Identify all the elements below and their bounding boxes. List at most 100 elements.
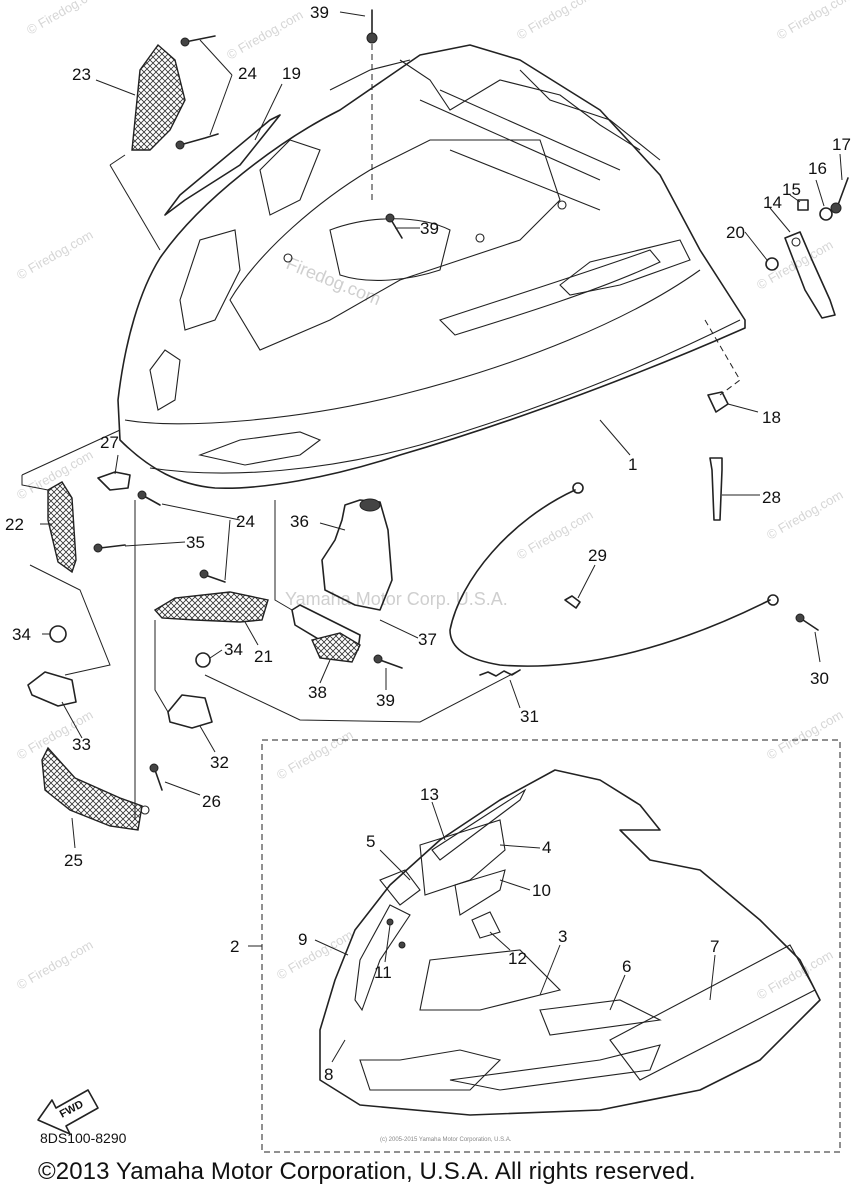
- rivet-part-39-lower: [379, 659, 403, 669]
- leader: [704, 319, 741, 396]
- callout-34: 34: [12, 625, 31, 644]
- grommet-part-18: [707, 391, 729, 413]
- watermark: © Firedog.com: [24, 0, 106, 38]
- watermark: © Firedog.com: [514, 507, 596, 563]
- fwd-arrow-icon: FWD: [37, 1089, 99, 1135]
- watermark: © Firedog.com: [224, 7, 306, 63]
- callout-33: 33: [72, 735, 91, 754]
- callout-35: 35: [186, 533, 205, 552]
- callout-2: 2: [230, 937, 239, 956]
- callout-3: 3: [558, 927, 567, 946]
- diagram-code: 8DS100-8290: [40, 1130, 127, 1146]
- rivet-part-24: [175, 35, 219, 150]
- callout-39: 39: [310, 3, 329, 22]
- bracket-part-32: [167, 694, 213, 729]
- callout-8: 8: [324, 1065, 333, 1084]
- watermark: © Firedog.com: [764, 707, 846, 763]
- callout-27: 27: [100, 433, 119, 452]
- callout-31: 31: [520, 707, 539, 726]
- callout-4: 4: [542, 838, 551, 857]
- callout-1: 1: [628, 455, 637, 474]
- grommet-part-20: [765, 257, 779, 271]
- screw-part-35: [99, 544, 126, 549]
- bolt-part-17: [837, 177, 849, 206]
- duct-part-37: [291, 604, 361, 651]
- callout-28: 28: [762, 488, 781, 507]
- callout-24b: 24: [236, 512, 255, 531]
- callout-24: 24: [238, 64, 257, 83]
- callout-17: 17: [832, 135, 851, 154]
- fine-print: (c) 2005-2015 Yamaha Motor Corporation, …: [380, 1137, 512, 1143]
- callouts: 1 2 3 4 5 6 7 8 9 10 11 12 13 14 15 16 1…: [5, 3, 851, 1084]
- decal-part-19: [164, 114, 281, 216]
- callout-25: 25: [64, 851, 83, 870]
- mesh-part-25: [41, 746, 143, 831]
- center-watermark: Firedog.com: [284, 253, 384, 309]
- cable-part-31: [449, 489, 771, 667]
- callout-36: 36: [290, 512, 309, 531]
- rivet-head: [373, 654, 383, 664]
- clip-part-29: [564, 595, 581, 609]
- clip-part-27: [97, 471, 131, 491]
- callout-29: 29: [588, 546, 607, 565]
- callout-30: 30: [810, 669, 829, 688]
- rivet-head: [795, 613, 805, 623]
- callout-34b: 34: [224, 640, 243, 659]
- callout-19: 19: [282, 64, 301, 83]
- duct-top: [359, 498, 381, 512]
- callout-18: 18: [762, 408, 781, 427]
- callout-15: 15: [782, 180, 801, 199]
- nut-part-34: [49, 625, 67, 643]
- callout-10: 10: [532, 881, 551, 900]
- callout-21: 21: [254, 647, 273, 666]
- bracket-part-14: [784, 231, 836, 319]
- cable-tie-part-28: [709, 457, 723, 521]
- rivet-part-24-b: [204, 574, 226, 583]
- mesh-part-38: [311, 632, 361, 663]
- rivet-head: [149, 763, 159, 773]
- watermark: © Firedog.com: [274, 927, 356, 983]
- hole: [791, 237, 801, 247]
- screw-head: [93, 543, 103, 553]
- hood-part-1: [117, 44, 746, 490]
- mesh-part-22: [47, 481, 77, 574]
- spring-part-31: [479, 669, 521, 677]
- watermark: © Firedog.com: [774, 0, 856, 43]
- mesh-panel-part-23: [131, 43, 186, 151]
- callout-6: 6: [622, 957, 631, 976]
- bolt-head: [830, 202, 842, 214]
- collar-part-15: [797, 199, 809, 211]
- washer-part-16: [819, 207, 833, 221]
- watermark: © Firedog.com: [14, 227, 96, 283]
- callout-39c: 39: [376, 691, 395, 710]
- callout-12: 12: [508, 949, 527, 968]
- mesh-part-21: [153, 591, 269, 623]
- rivet-hole: [140, 805, 150, 815]
- callout-11: 11: [374, 963, 392, 982]
- callout-5: 5: [366, 832, 375, 851]
- rivet-head: [199, 569, 209, 579]
- cable-end: [572, 482, 584, 494]
- callout-14: 14: [763, 193, 782, 212]
- watermark: © Firedog.com: [14, 937, 96, 993]
- bracket-part-33: [27, 671, 77, 707]
- callout-23: 23: [72, 65, 91, 84]
- nut-part-34: [195, 652, 211, 668]
- copyright-notice: ©2013 Yamaha Motor Corporation, U.S.A. A…: [38, 1158, 696, 1185]
- callout-26: 26: [202, 792, 221, 811]
- callout-leaders: [40, 11, 843, 1063]
- callout-32: 32: [210, 753, 229, 772]
- callout-20: 20: [726, 223, 745, 242]
- rivet-head: [137, 490, 147, 500]
- cable-end: [767, 594, 779, 606]
- callout-22: 22: [5, 515, 24, 534]
- rivet-part-39: [366, 9, 378, 200]
- callout-39b: 39: [420, 219, 439, 238]
- rivet-head: [385, 213, 395, 223]
- part-watermark: Yamaha Motor Corp. U.S.A.: [285, 589, 508, 609]
- callout-38: 38: [308, 683, 327, 702]
- callout-16: 16: [808, 159, 827, 178]
- callout-37: 37: [418, 630, 437, 649]
- callout-9: 9: [298, 930, 307, 949]
